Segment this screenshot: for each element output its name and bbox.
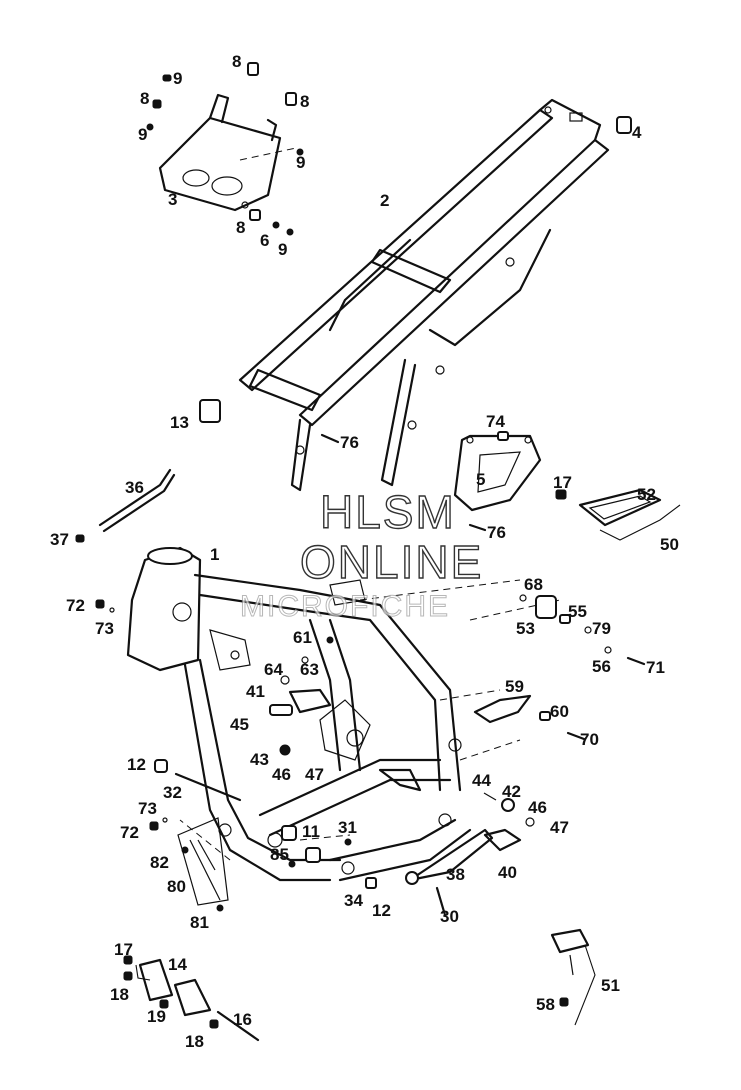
callout-55: 55 (568, 602, 587, 621)
callout-73a: 73 (95, 619, 114, 638)
bracket-part-5 (453, 434, 542, 512)
callout-79: 79 (592, 619, 611, 638)
callout-31: 31 (338, 818, 357, 837)
watermark: HLSM ONLINE MICROFICHE (240, 485, 483, 623)
callout-32: 32 (163, 783, 182, 802)
callout-17a: 17 (553, 473, 572, 492)
callout-42: 42 (502, 782, 521, 801)
bracket-hardware (146, 62, 304, 236)
callout-61: 61 (293, 628, 312, 647)
callout-58: 58 (536, 995, 555, 1014)
callout-30: 30 (440, 907, 459, 926)
callout-45: 45 (230, 715, 249, 734)
bottom-bracket-parts (123, 955, 260, 1042)
callout-52: 52 (637, 485, 656, 504)
bushing-parts-53-55 (519, 594, 646, 666)
callout-18b: 18 (185, 1032, 204, 1051)
stand-pad-part-51 (550, 928, 596, 1026)
callout-60: 60 (550, 702, 569, 721)
rubber-part-4 (616, 116, 632, 134)
callout-14: 14 (168, 955, 187, 974)
callout-9c: 9 (296, 153, 305, 172)
callout-3: 3 (168, 190, 177, 209)
buffer-part-13 (199, 399, 221, 423)
callout-50: 50 (660, 535, 679, 554)
callout-18a: 18 (110, 985, 129, 1004)
callout-8a: 8 (232, 52, 241, 71)
small-bolts (95, 599, 224, 912)
callout-4: 4 (632, 123, 642, 142)
callout-1: 1 (210, 545, 219, 564)
rear-subframe-part-2 (238, 98, 610, 492)
callout-11: 11 (302, 822, 320, 841)
watermark-line-2: ONLINE (300, 536, 483, 588)
brake-pedal-parts (405, 792, 535, 917)
callout-37: 37 (50, 530, 69, 549)
callout-40: 40 (498, 863, 517, 882)
callout-70: 70 (580, 730, 599, 749)
callout-43: 43 (250, 750, 269, 769)
callout-53: 53 (516, 619, 535, 638)
callout-9d: 9 (278, 240, 287, 259)
skid-plate-bracket-part-3 (158, 93, 297, 212)
callout-9a: 9 (173, 69, 182, 88)
callout-36: 36 (125, 478, 144, 497)
bolts-74-76 (320, 431, 509, 532)
callout-71: 71 (646, 658, 665, 677)
callout-68: 68 (524, 575, 543, 594)
footpeg-part-52 (555, 488, 681, 541)
callout-72b: 72 (120, 823, 139, 842)
callout-41: 41 (246, 682, 265, 701)
callout-81: 81 (190, 913, 209, 932)
watermark-line-1: HLSM (320, 486, 456, 538)
callout-51: 51 (601, 976, 620, 995)
callout-labels: 1 2 3 4 5 6 8 8 8 8 9 9 9 9 11 12 12 13 … (50, 52, 679, 1051)
footpeg-bracket-parts (269, 636, 334, 756)
callout-8d: 8 (236, 218, 245, 237)
callout-38: 38 (446, 865, 465, 884)
callout-8c: 8 (300, 92, 309, 111)
callout-47a: 47 (305, 765, 324, 784)
callout-47b: 47 (550, 818, 569, 837)
breather-hose-part-36 (75, 468, 176, 543)
callout-85: 85 (270, 845, 289, 864)
callout-72a: 72 (66, 596, 85, 615)
callout-2: 2 (380, 191, 389, 210)
callout-76b: 76 (487, 523, 506, 542)
callout-56: 56 (592, 657, 611, 676)
callout-9b: 9 (138, 125, 147, 144)
callout-64: 64 (264, 660, 283, 679)
callout-8b: 8 (140, 89, 149, 108)
callout-80: 80 (167, 877, 186, 896)
watermark-line-3: MICROFICHE (240, 590, 450, 623)
callout-13: 13 (170, 413, 189, 432)
callout-34: 34 (344, 891, 363, 910)
callout-44: 44 (472, 771, 491, 790)
spacer-parts (154, 759, 377, 889)
callout-63: 63 (300, 660, 319, 679)
callout-46a: 46 (272, 765, 291, 784)
callout-12b: 12 (372, 901, 391, 920)
callout-19: 19 (147, 1007, 166, 1026)
callout-59: 59 (505, 677, 524, 696)
guard-part-80 (177, 817, 229, 906)
main-frame-part-1 (126, 546, 472, 882)
callout-46b: 46 (528, 798, 547, 817)
callout-74: 74 (486, 412, 505, 431)
callout-16: 16 (233, 1010, 252, 1029)
callout-6: 6 (260, 231, 269, 250)
callout-17b: 17 (114, 940, 133, 959)
callout-5: 5 (476, 470, 485, 489)
callout-73b: 73 (138, 799, 157, 818)
chain-guide-part-59 (473, 694, 586, 741)
callout-12a: 12 (127, 755, 146, 774)
callout-76a: 76 (340, 433, 359, 452)
callout-82: 82 (150, 853, 169, 872)
